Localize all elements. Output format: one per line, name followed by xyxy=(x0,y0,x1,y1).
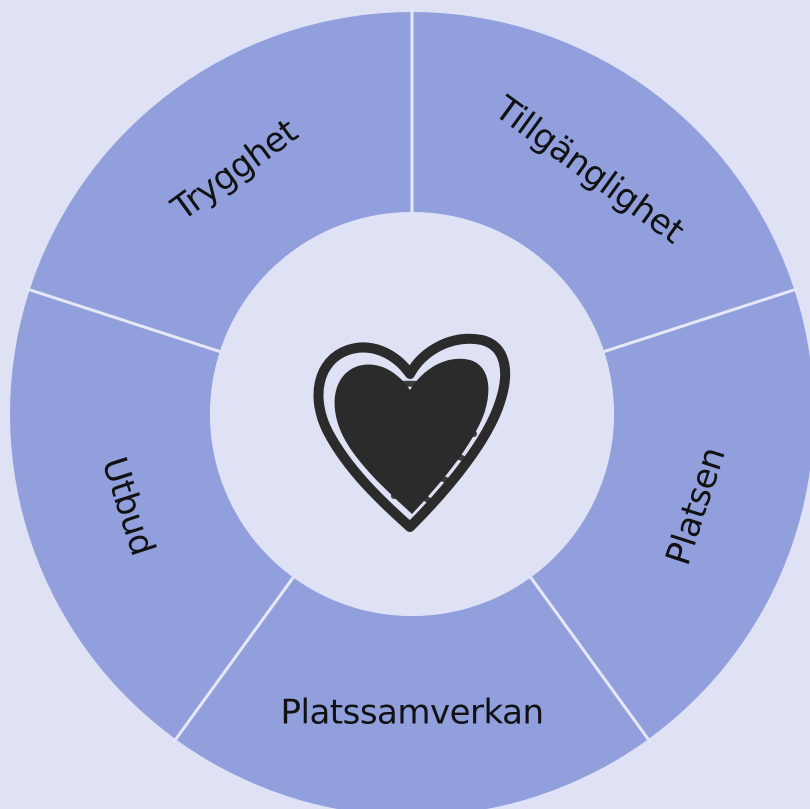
segment-tillgänglighet xyxy=(412,12,795,352)
segment-divider xyxy=(25,287,221,354)
segment-platssamverkan xyxy=(175,577,649,809)
segments-group xyxy=(9,12,810,809)
segment-utbud xyxy=(9,289,294,740)
heart-icon xyxy=(313,333,511,532)
dividers-group xyxy=(25,8,799,744)
segment-divider xyxy=(172,576,295,744)
segment-platsen xyxy=(530,289,810,740)
segment-divider xyxy=(603,287,799,354)
segment-divider xyxy=(529,576,652,744)
segment-trygghet xyxy=(29,12,412,352)
segment-label: Platssamverkan xyxy=(281,693,544,733)
